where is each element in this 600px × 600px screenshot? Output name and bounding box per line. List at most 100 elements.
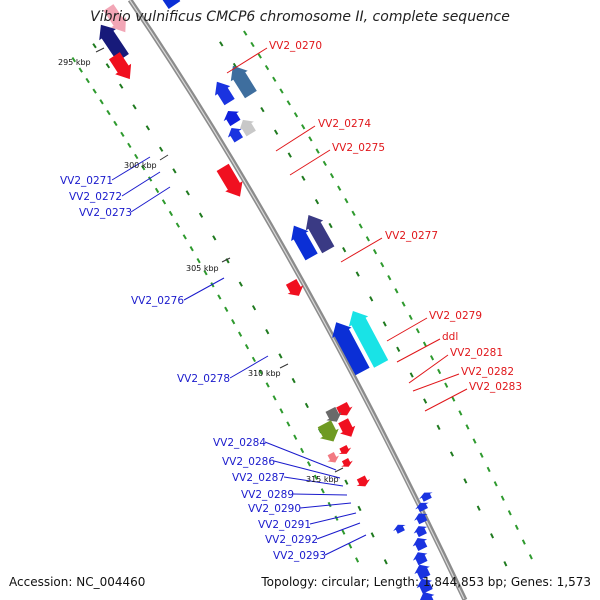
track-dot: [423, 398, 428, 404]
map-title: Vibrio vulnificus CMCP6 chromosome II, c…: [90, 9, 510, 25]
forward-gene-arrow: [216, 163, 243, 197]
track-dot: [265, 329, 270, 335]
gene-label: VV2_0291: [258, 519, 311, 531]
track-dot: [365, 236, 370, 242]
reverse-gene-arrow: [419, 492, 433, 502]
track-dot: [387, 275, 392, 281]
track-dot: [272, 395, 277, 401]
track-dot: [463, 478, 468, 484]
track-dot: [161, 199, 167, 205]
track-dot: [78, 67, 83, 73]
track-dot: [514, 524, 519, 531]
forward-gene-arrow: [338, 418, 356, 437]
track-dot: [436, 424, 441, 431]
track-dot: [120, 131, 125, 138]
gene-label: VV2_0270: [269, 40, 322, 52]
track-dot: [243, 30, 248, 36]
reverse-gene-arrow: [215, 81, 235, 106]
reverse-gene-arrow: [415, 502, 429, 512]
label-leader-line: [324, 534, 367, 556]
forward-gene-arrow: [325, 406, 342, 422]
track-dot: [380, 261, 385, 268]
forward-gene-arrow: [341, 458, 353, 467]
track-dot: [493, 481, 498, 487]
track-dot: [358, 223, 363, 229]
track-dot: [444, 382, 449, 388]
track-dot: [409, 372, 414, 378]
gene-label: VV2_0289: [241, 489, 294, 501]
track-dot: [203, 270, 208, 276]
reverse-gene-arrow: [416, 578, 433, 594]
track-dot: [301, 124, 306, 130]
gene-label: VV2_0282: [461, 366, 514, 378]
track-dot: [355, 271, 360, 277]
track-dot: [286, 421, 291, 427]
reverse-gene-arrow: [348, 311, 389, 368]
track-dot: [351, 210, 356, 216]
track-dot: [357, 505, 362, 512]
forward-gene-arrow: [109, 52, 132, 80]
track-dot: [342, 246, 347, 253]
track-dot: [329, 173, 335, 179]
track-dot: [486, 466, 491, 473]
track-dot: [106, 109, 111, 116]
gene-label: VV2_0275: [332, 142, 385, 154]
track-dot: [369, 296, 374, 302]
gene-label: VV2_0277: [385, 230, 438, 242]
forward-gene-arrow: [338, 445, 352, 454]
tick-label: 300 kbp: [124, 161, 157, 170]
label-leader-line: [340, 237, 383, 263]
reverse-gene-arrow: [230, 65, 257, 99]
track-dot: [217, 294, 222, 300]
track-dot: [99, 99, 104, 105]
gene-label: VV2_0290: [248, 503, 301, 515]
label-leaders: [111, 47, 468, 556]
track-dot: [172, 168, 177, 174]
track-dot: [334, 515, 339, 521]
track-dot: [521, 539, 526, 545]
track-dot: [244, 344, 250, 350]
track-dot: [322, 160, 327, 167]
track-dot: [286, 100, 291, 106]
track-dot: [500, 495, 505, 501]
reverse-gene-arrow: [412, 552, 428, 566]
reverse-gene-arrow: [223, 111, 241, 127]
track-dot: [408, 314, 413, 321]
track-dot: [145, 125, 151, 131]
track-dot: [465, 424, 470, 430]
track-dot: [458, 410, 463, 416]
track-dot: [314, 199, 320, 205]
gene-label: VV2_0271: [60, 175, 113, 187]
track-dot: [344, 198, 349, 204]
label-leader-line: [292, 493, 348, 496]
track-dot: [300, 447, 305, 454]
gene-label: VV2_0286: [222, 456, 275, 468]
label-leader-line: [226, 47, 268, 74]
reverse-gene-arrow: [414, 564, 431, 580]
track-dot: [92, 88, 97, 94]
track-dot: [503, 561, 508, 567]
label-leader-line: [130, 186, 171, 213]
label-leader-line: [121, 171, 161, 197]
track-dot: [337, 185, 342, 191]
track-dot: [258, 369, 263, 375]
track-dot: [451, 396, 456, 402]
track-dot: [113, 120, 118, 127]
track-dot: [370, 532, 375, 538]
track-dot: [291, 377, 296, 384]
label-leader-line: [289, 149, 331, 176]
track-dot: [308, 136, 313, 142]
track-dot: [344, 479, 349, 485]
track-dot: [301, 175, 306, 181]
track-dot: [127, 142, 132, 149]
forward-gene-arrow: [336, 402, 353, 416]
gene-label: VV2_0274: [318, 118, 371, 130]
track-dot: [92, 43, 97, 49]
label-leader-line: [264, 441, 337, 471]
track-dot: [231, 319, 236, 325]
track-dot: [158, 146, 164, 152]
gene-label: VV2_0278: [177, 373, 230, 385]
track-dot: [415, 328, 420, 334]
tick-label: 295 kbp: [58, 58, 91, 67]
track-dot: [320, 488, 325, 494]
